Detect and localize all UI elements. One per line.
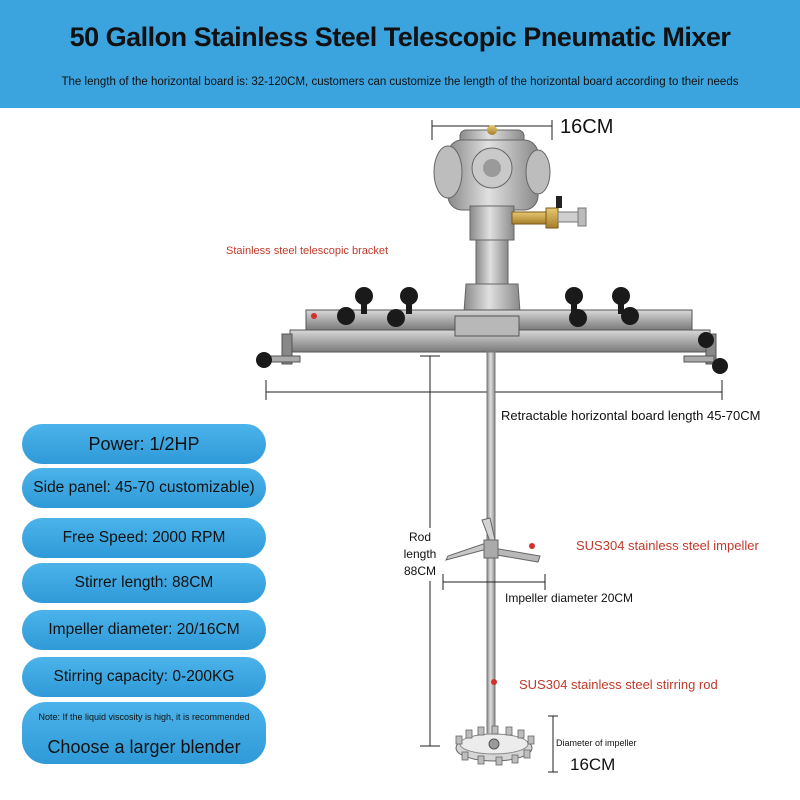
recommendation-pill: Note: If the liquid viscosity is high, i… xyxy=(22,702,266,764)
page-title: 50 Gallon Stainless Steel Telescopic Pne… xyxy=(69,22,731,52)
header-banner: 50 Gallon Stainless Steel Telescopic Pne… xyxy=(0,0,800,108)
rod-callout-dot xyxy=(491,679,497,685)
impeller-diameter-label: Impeller diameter 20CM xyxy=(505,591,634,605)
bracket-callout-dot xyxy=(311,313,317,319)
spec-stirrer-length: Stirrer length: 88CM xyxy=(22,563,266,603)
spec-stirring-capacity: Stirring capacity: 0-200KG xyxy=(22,657,266,697)
spec-power: Power: 1/2HP xyxy=(22,424,266,464)
impeller-callout-dot xyxy=(529,543,535,549)
viscosity-note: Note: If the liquid viscosity is high, i… xyxy=(38,712,250,722)
motor-width-label: 16CM xyxy=(560,116,614,138)
propeller-impeller xyxy=(445,517,541,563)
spec-impeller-diameter: Impeller diameter: 20/16CM xyxy=(22,610,266,650)
motor-column xyxy=(463,239,521,313)
page-subtitle: The length of the horizontal board is: 3… xyxy=(61,76,739,88)
bottom-width-label: 16CM xyxy=(570,755,616,774)
rod-length-line1: Rod xyxy=(408,530,431,544)
bracket-label: Stainless steel telescopic bracket xyxy=(226,245,389,257)
recommendation-text: Choose a larger blender xyxy=(47,737,241,757)
impeller-label: SUS304 stainless steel impeller xyxy=(576,538,759,553)
air-valve xyxy=(511,196,587,229)
pneumatic-motor xyxy=(433,125,551,241)
board-length-label: Retractable horizontal board length 45-7… xyxy=(501,408,761,423)
spec-free-speed: Free Speed: 2000 RPM xyxy=(22,518,266,558)
spec-side-panel: Side panel: 45-70 customizable) xyxy=(22,468,266,508)
impeller-diameter-dimension xyxy=(442,574,546,590)
stirring-rod-label: SUS304 stainless steel stirring rod xyxy=(519,677,718,692)
disperser-disc xyxy=(455,725,535,766)
bracket-knobs xyxy=(256,287,728,374)
rod-length-line3: 88CM xyxy=(403,564,436,578)
rod-length-label: Rod length 88CM xyxy=(402,528,438,581)
bottom-diameter-label: Diameter of impeller xyxy=(556,738,637,748)
rod-length-line2: length xyxy=(403,547,437,561)
disc-diameter-dimension xyxy=(548,715,558,773)
